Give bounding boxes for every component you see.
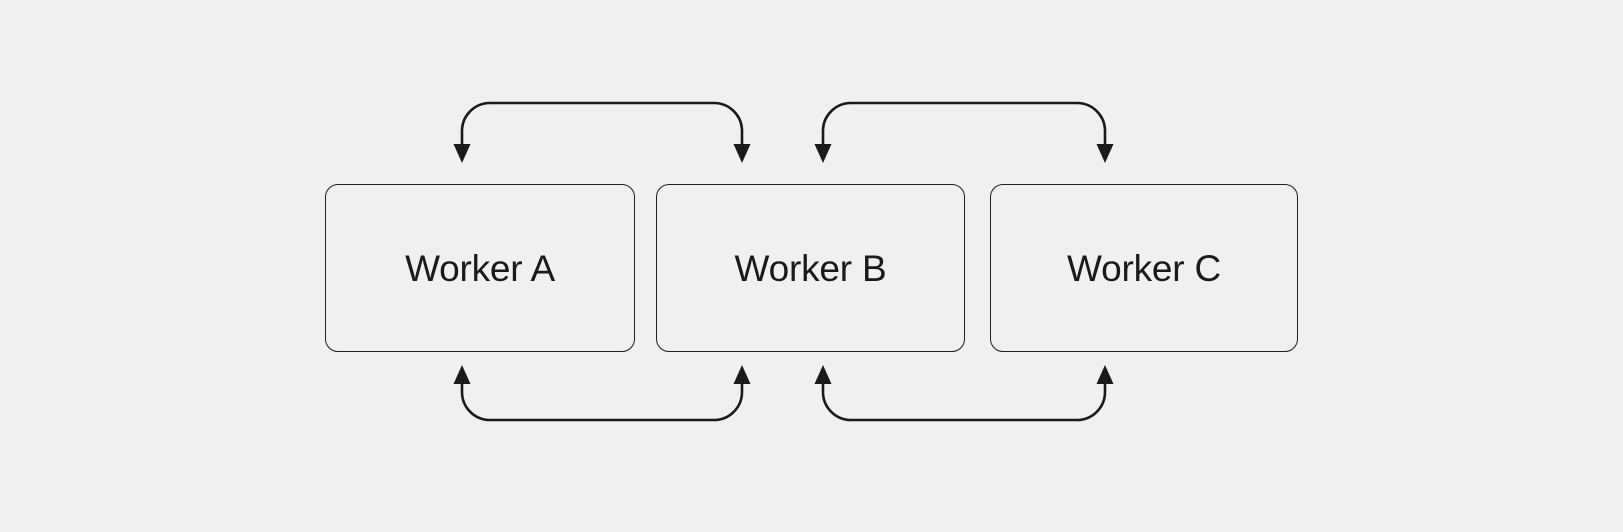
edge-b-to-c-bottom (814, 365, 1114, 422)
node-worker-c[interactable]: Worker C (990, 184, 1298, 352)
node-worker-a[interactable]: Worker A (325, 184, 635, 352)
arrowhead-up-b-right (814, 365, 832, 384)
node-worker-b-label: Worker B (734, 247, 887, 289)
arrowhead-down-c (1096, 144, 1114, 163)
arrowhead-up-b-left (733, 365, 751, 384)
arrowhead-down-b-left (733, 144, 751, 163)
node-worker-a-label: Worker A (405, 247, 555, 289)
arrowhead-down-a (453, 144, 471, 163)
node-worker-c-label: Worker C (1067, 247, 1221, 289)
edge-a-to-b-bottom-path (460, 384, 744, 422)
edge-a-to-b-bottom (453, 365, 751, 422)
edge-b-to-c-top (814, 101, 1114, 163)
arrowhead-up-a (453, 365, 471, 384)
node-worker-b[interactable]: Worker B (656, 184, 965, 352)
edge-b-to-c-top-path (821, 101, 1107, 145)
edge-a-to-b-top-path (460, 101, 744, 145)
edge-a-to-b-top (453, 101, 751, 163)
arrowhead-down-b-right (814, 144, 832, 163)
arrowhead-up-c (1096, 365, 1114, 384)
edge-b-to-c-bottom-path (821, 384, 1107, 422)
